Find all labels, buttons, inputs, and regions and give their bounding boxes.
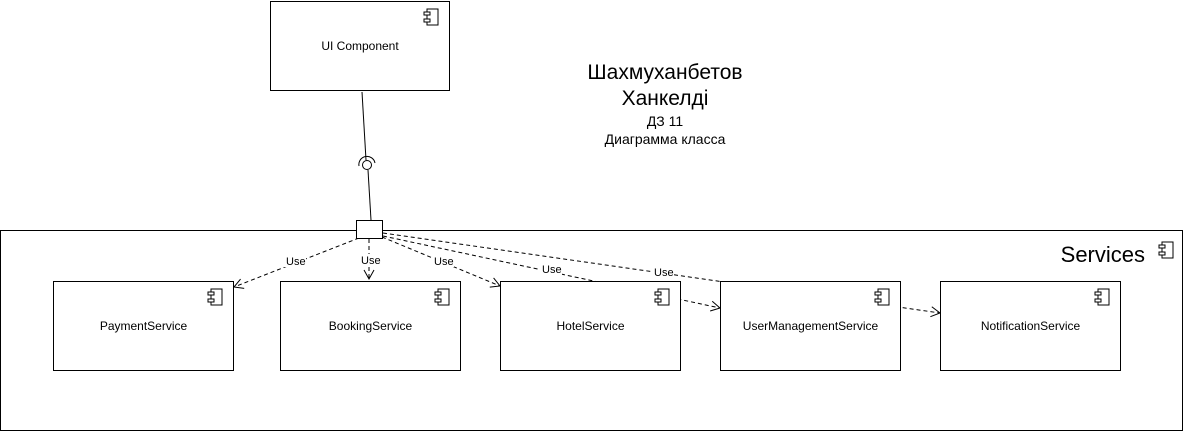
component-icon [207, 288, 223, 306]
component-icon [434, 288, 450, 306]
use-label-payment: Use [286, 256, 306, 268]
services-container-title: Services [1060, 242, 1145, 267]
diagram-subtitle: Диаграмма класса [604, 131, 726, 147]
booking-service-component[interactable]: BookingService [280, 281, 461, 371]
ui-component[interactable]: UI Component [270, 1, 450, 91]
component-icon [654, 288, 670, 306]
component-icon [1094, 288, 1110, 306]
user-management-service-component[interactable]: UserManagementService [720, 281, 901, 371]
assembly-connector-line-upper[interactable] [361, 91, 367, 161]
diagram-title-block: Шахмуханбетов Ханкелді ДЗ 11 Диаграмма к… [560, 60, 770, 148]
payment-service-label: PaymentService [99, 319, 188, 333]
provided-interface-ball [362, 160, 372, 170]
user-management-service-label: UserManagementService [742, 319, 879, 333]
hotel-service-label: HotelService [556, 319, 625, 333]
services-container[interactable]: Services [0, 230, 1183, 431]
notification-service-component[interactable]: NotificationService [940, 281, 1121, 371]
use-label-notification: Use [654, 267, 674, 279]
notification-service-label: NotificationService [980, 319, 1081, 333]
use-label-hotel: Use [434, 256, 454, 268]
hotel-service-component[interactable]: HotelService [500, 281, 681, 371]
assembly-connector-line-lower[interactable] [367, 169, 372, 221]
use-label-usermanagement: Use [542, 264, 562, 276]
component-icon [874, 288, 890, 306]
component-icon [423, 8, 439, 26]
assignment-number: ДЗ 11 [646, 113, 684, 129]
ui-component-label: UI Component [321, 39, 399, 53]
component-icon [1158, 241, 1174, 259]
required-interface-socket [358, 155, 376, 167]
booking-service-label: BookingService [328, 319, 413, 333]
payment-service-component[interactable]: PaymentService [53, 281, 234, 371]
use-label-booking: Use [361, 255, 381, 267]
services-port[interactable] [356, 220, 383, 239]
dependency-arrow-payment[interactable] [233, 237, 360, 289]
author-name: Шахмуханбетов Ханкелді [587, 61, 743, 110]
